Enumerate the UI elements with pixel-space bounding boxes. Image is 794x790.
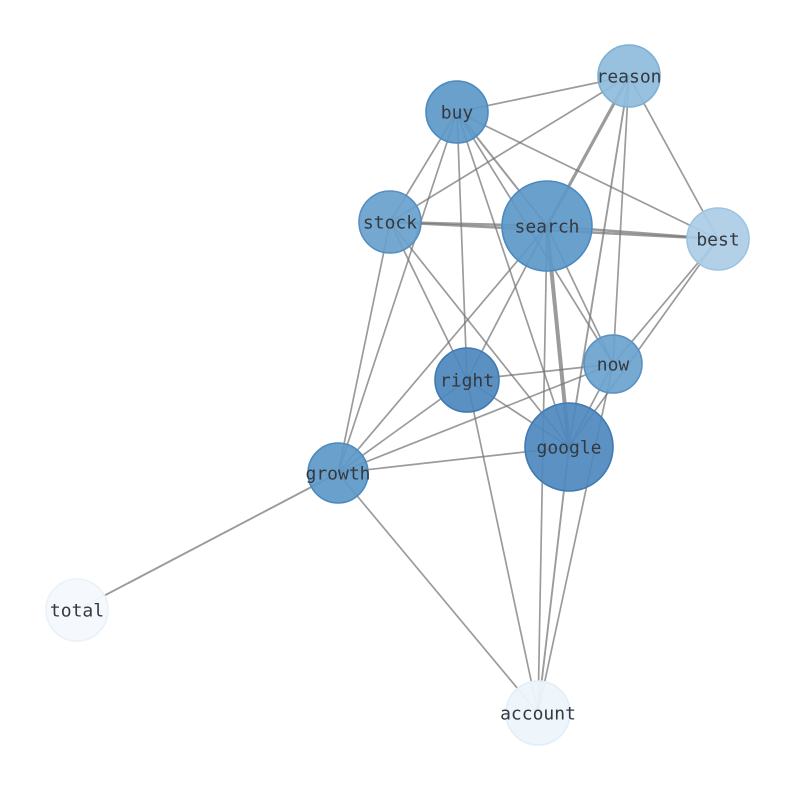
edge-stock-growth bbox=[337, 221, 391, 474]
node-label-buy: buy bbox=[441, 102, 474, 123]
node-buy bbox=[425, 80, 489, 144]
node-reason bbox=[597, 44, 661, 108]
edge-buy-best bbox=[456, 111, 719, 240]
node-right bbox=[434, 347, 500, 413]
edge-right-account bbox=[466, 379, 539, 714]
node-now bbox=[583, 334, 643, 394]
edge-reason-google bbox=[568, 75, 630, 448]
node-label-reason: reason bbox=[596, 66, 661, 87]
edge-reason-stock bbox=[389, 75, 630, 223]
node-total bbox=[45, 578, 109, 642]
edge-buy-growth bbox=[337, 111, 458, 474]
label-layer: reason buy stock search best right now google gr… bbox=[50, 66, 740, 724]
edge-now-growth bbox=[337, 363, 614, 474]
node-label-google: google bbox=[536, 437, 601, 458]
node-best bbox=[686, 207, 750, 271]
node-search bbox=[501, 180, 593, 272]
node-google bbox=[524, 402, 614, 492]
node-label-total: total bbox=[50, 600, 104, 621]
node-label-account: account bbox=[500, 703, 576, 724]
node-stock bbox=[358, 190, 422, 254]
edge-growth-account bbox=[337, 472, 539, 714]
node-label-stock: stock bbox=[363, 212, 417, 233]
node-label-right: right bbox=[440, 370, 494, 391]
node-label-search: search bbox=[514, 216, 579, 237]
node-layer bbox=[45, 44, 750, 746]
edge-stock-google bbox=[389, 221, 570, 448]
edge-layer bbox=[76, 74, 720, 714]
edge-buy-google bbox=[456, 111, 570, 448]
edge-reason-now bbox=[612, 75, 630, 365]
node-account bbox=[505, 680, 571, 746]
edge-search-growth bbox=[337, 225, 548, 474]
node-growth bbox=[307, 442, 369, 504]
edge-growth-total bbox=[76, 472, 339, 611]
node-label-growth: growth bbox=[305, 463, 370, 484]
edge-buy-right bbox=[456, 111, 468, 381]
node-label-now: now bbox=[597, 354, 630, 375]
node-label-best: best bbox=[696, 229, 739, 250]
